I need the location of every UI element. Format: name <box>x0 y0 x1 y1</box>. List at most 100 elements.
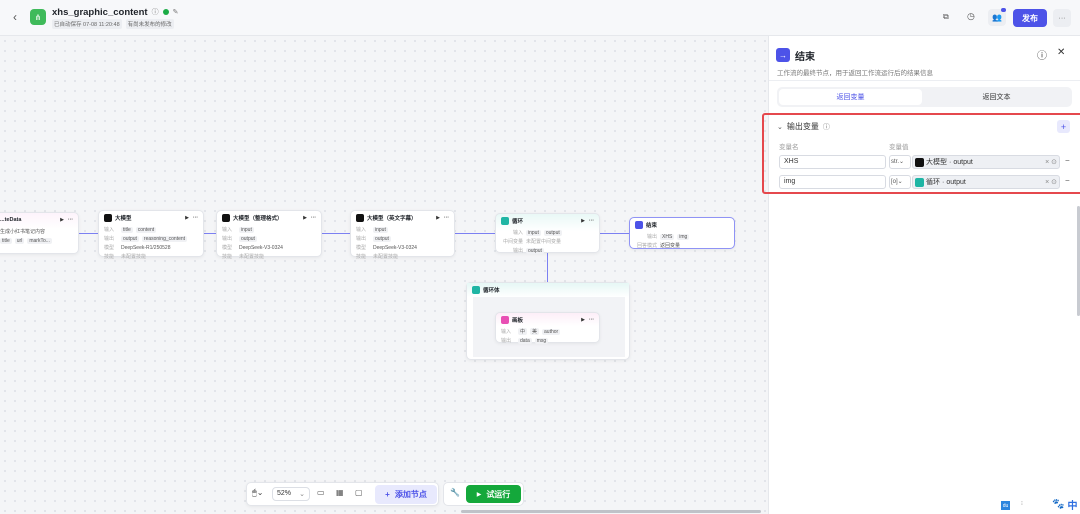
tag: title <box>0 237 12 244</box>
more-icon[interactable]: ··· <box>589 218 594 224</box>
remove-row-button[interactable]: − <box>1065 156 1070 165</box>
end-node-panel: → 结束 ⓘ ✕ 工作流的最终节点，用于返回工作流运行后的结果信息 返回变量 返… <box>762 36 1080 514</box>
comment-icon[interactable]: ▭ <box>317 488 325 497</box>
ime-icon[interactable]: du <box>1001 501 1010 510</box>
mid-var: 未配置中间变量 <box>526 239 562 245</box>
edge <box>322 233 350 234</box>
zoom-select[interactable]: 52%⌄ <box>272 487 310 501</box>
tag: url <box>14 237 25 244</box>
llm-icon <box>104 214 112 222</box>
label: 输出 <box>646 234 657 240</box>
panel-scrollbar[interactable] <box>1077 206 1080 316</box>
tag: img <box>677 233 690 240</box>
edge <box>79 233 98 234</box>
type-select[interactable]: str.⌄ <box>889 155 911 169</box>
ime-toolbar[interactable]: 🐾中 <box>1049 494 1080 514</box>
model: DeepSeek-V3-0324 <box>239 244 283 251</box>
status-check-icon <box>162 9 169 15</box>
add-variable-button[interactable]: + <box>1057 120 1070 133</box>
publish-button[interactable]: 发布 <box>1013 9 1047 27</box>
debug-icon[interactable]: 🔧 <box>450 488 460 497</box>
variable-value-ref[interactable]: 循环 · output× ⊙ <box>912 175 1060 189</box>
ime-settings-icon[interactable]: ⁝ <box>1021 501 1023 507</box>
minimap-icon[interactable]: ▢ <box>355 488 363 497</box>
type-select[interactable]: [o]⌄ <box>889 175 911 189</box>
canvas-toolbar: 🖱⌄ 52%⌄ ▭ ▦ ▢ +添加节点 <box>246 482 439 506</box>
variable-name-input[interactable]: img <box>779 175 886 189</box>
run-icon[interactable]: ▶ <box>436 215 440 221</box>
section-title: 输出变量 <box>786 122 819 131</box>
tab-return-text[interactable]: 返回文本 <box>982 94 1011 101</box>
back-button[interactable]: ‹ <box>13 10 17 24</box>
llm-icon <box>915 157 924 167</box>
label: 输入 <box>104 227 115 233</box>
history-icon[interactable]: ◷ <box>967 11 975 21</box>
test-run-label: 试运行 <box>486 489 511 499</box>
run-icon[interactable]: ▶ <box>60 217 64 223</box>
info-icon[interactable]: ⓘ <box>151 9 159 16</box>
more-icon[interactable]: ··· <box>444 215 449 221</box>
variable-name-input[interactable]: XHS <box>779 155 886 169</box>
more-icon[interactable]: ··· <box>193 215 198 221</box>
more-icon[interactable]: ··· <box>68 217 73 223</box>
node-title: 大模型（英文字幕） <box>367 216 417 222</box>
model: DeepSeek-R1/250528 <box>121 244 171 251</box>
tab-return-variables[interactable]: 返回变量 <box>779 89 922 105</box>
paw-icon: 🐾 <box>1052 498 1065 510</box>
node-title: ...teData <box>0 217 22 223</box>
help-icon[interactable]: ⓘ <box>1037 51 1047 62</box>
ime-lang: 中 <box>1067 500 1078 512</box>
divider <box>769 80 1080 81</box>
clear-icon[interactable]: × ⊙ <box>1045 179 1057 186</box>
run-icon[interactable]: ▶ <box>185 215 189 221</box>
col-name: 变量名 <box>779 144 799 151</box>
label: 输出 <box>104 236 115 242</box>
horizontal-scrollbar[interactable] <box>461 510 761 513</box>
separator: · <box>942 178 945 186</box>
tag: 美 <box>530 328 540 335</box>
run-icon[interactable]: ▶ <box>303 215 307 221</box>
layout-icon[interactable]: ▦ <box>336 488 344 497</box>
tag: output <box>543 229 562 236</box>
close-icon[interactable]: ✕ <box>1057 47 1066 58</box>
unpublished-badge: 有尚未发布的修改 <box>125 18 174 29</box>
zoom-value: 52% <box>277 490 292 497</box>
test-run-button[interactable]: ▶试运行 <box>466 485 521 503</box>
tag: output <box>373 235 391 242</box>
info-icon[interactable]: ⓘ <box>822 123 830 131</box>
more-icon[interactable]: ··· <box>589 317 594 323</box>
field: output <box>953 158 973 166</box>
copy-icon[interactable]: ⧉ <box>943 12 949 21</box>
mouse-mode-icon[interactable]: 🖱⌄ <box>252 488 264 497</box>
remove-row-button[interactable]: − <box>1065 176 1070 185</box>
variable-value-ref[interactable]: 大模型 · output× ⊙ <box>912 155 1060 169</box>
edge <box>547 253 548 283</box>
add-node-button[interactable]: +添加节点 <box>375 485 437 504</box>
clear-icon[interactable]: × ⊙ <box>1045 159 1057 166</box>
node-title: 画板 <box>512 318 524 324</box>
end-icon <box>635 221 643 229</box>
more-button[interactable]: ··· <box>1053 9 1071 27</box>
more-icon[interactable]: ··· <box>311 215 316 221</box>
edit-icon[interactable]: ✎ <box>172 9 179 16</box>
run-icon[interactable]: ▶ <box>581 218 585 224</box>
run-icon[interactable]: ▶ <box>581 317 585 323</box>
node-title: 大模型 <box>115 216 132 222</box>
tag: author <box>542 328 561 335</box>
notification-dot <box>1001 8 1006 12</box>
label: 输出 <box>512 248 523 254</box>
collapse-icon[interactable]: ⌄ <box>777 123 783 131</box>
label: 技能 <box>104 254 115 260</box>
label: 技能 <box>356 254 367 260</box>
label: 技能 <box>222 254 233 260</box>
collaborators-icon[interactable]: 👥 <box>988 9 1006 26</box>
panel-title: 结束 <box>795 52 815 63</box>
